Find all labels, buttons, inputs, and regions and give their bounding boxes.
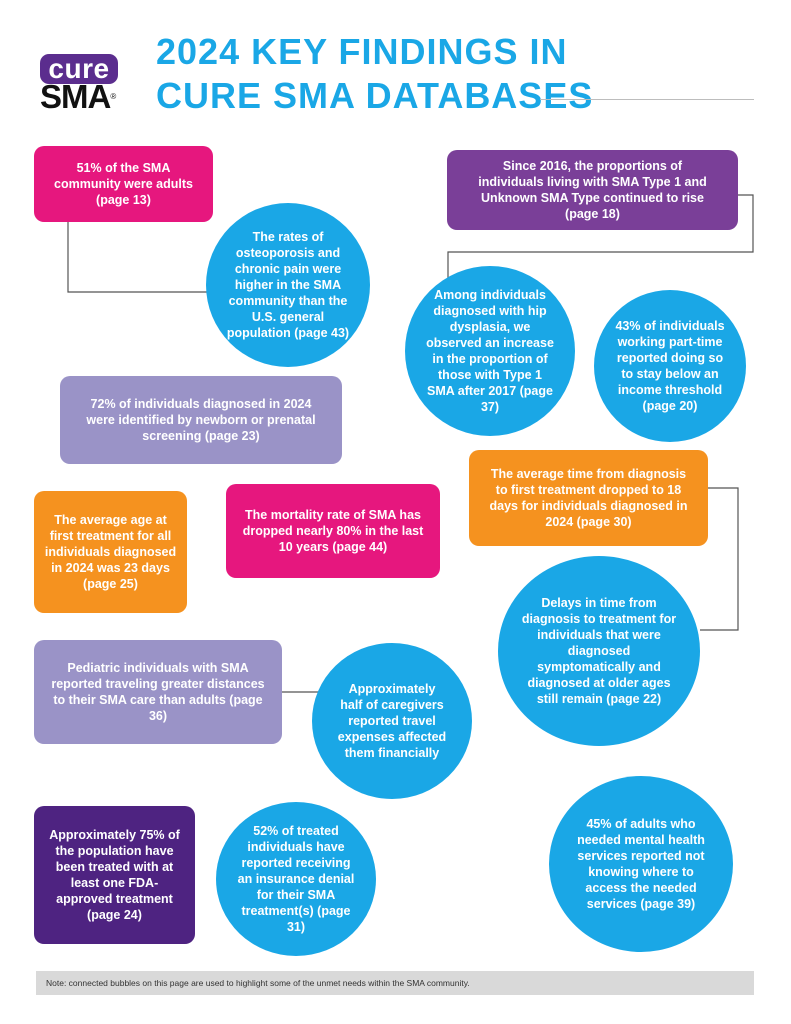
connector-type1-hip <box>447 194 754 285</box>
finding-caregivers-travel: Approximately half of caregivers reporte… <box>312 643 472 799</box>
page-title-line1: 2024 KEY FINDINGS IN <box>156 31 568 72</box>
finding-adults: 51% of the SMA community were adults (pa… <box>34 146 213 222</box>
connector-treatment-delays <box>700 487 739 631</box>
finding-diagnosis-to-treatment: The average time from diagnosis to first… <box>469 450 708 546</box>
finding-newborn-screening: 72% of individuals diagnosed in 2024 wer… <box>60 376 342 464</box>
finding-mental-health: 45% of adults who needed mental health s… <box>549 776 733 952</box>
finding-part-time: 43% of individuals working part-time rep… <box>594 290 746 442</box>
finding-delays: Delays in time from diagnosis to treatme… <box>498 556 700 746</box>
finding-type1-unknown: Since 2016, the proportions of individua… <box>447 150 738 230</box>
connector-adults-osteoporosis <box>67 220 230 293</box>
page-title-line2: CURE SMA DATABASES <box>156 75 594 116</box>
logo-sma-text: SMA <box>40 78 111 115</box>
finding-osteoporosis: The rates of osteoporosis and chronic pa… <box>206 203 370 367</box>
footnote: Note: connected bubbles on this page are… <box>36 971 754 995</box>
finding-fda-treated: Approximately 75% of the population have… <box>34 806 195 944</box>
title-divider <box>540 99 754 100</box>
finding-average-age: The average age at first treatment for a… <box>34 491 187 613</box>
logo-cure: cure <box>40 54 118 84</box>
logo-registered-mark: ® <box>110 92 117 101</box>
page-title: 2024 KEY FINDINGS IN CURE SMA DATABASES <box>156 30 716 118</box>
finding-mortality: The mortality rate of SMA has dropped ne… <box>226 484 440 578</box>
finding-pediatric-travel: Pediatric individuals with SMA reported … <box>34 640 282 744</box>
finding-hip-dysplasia: Among individuals diagnosed with hip dys… <box>405 266 575 436</box>
logo-sma: SMA® <box>40 80 130 114</box>
finding-insurance-denial: 52% of treated individuals have reported… <box>216 802 376 956</box>
